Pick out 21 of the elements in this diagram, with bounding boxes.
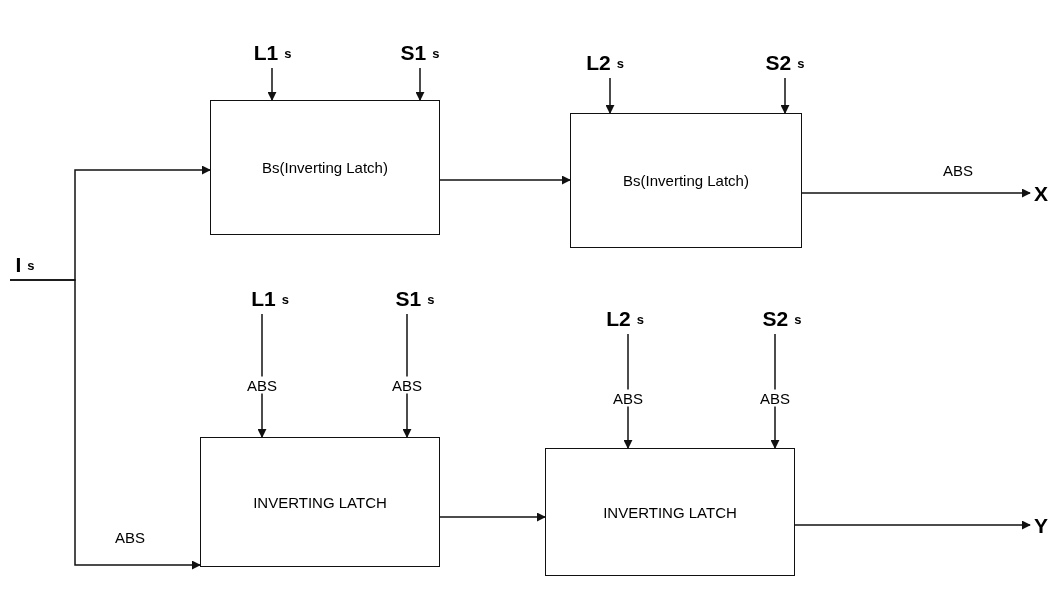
latch-box: Bs(Inverting Latch) <box>570 113 802 248</box>
signal-label: Y <box>1030 512 1052 540</box>
arrow <box>439 175 571 185</box>
edge-label: ABS <box>759 389 791 407</box>
arrow <box>415 67 425 101</box>
latch-box: Bs(Inverting Latch) <box>210 100 440 235</box>
arrow <box>9 279 201 570</box>
arrow <box>439 512 546 522</box>
arrow <box>402 313 412 438</box>
latch-box: INVERTING LATCH <box>545 448 795 576</box>
edge-label: ABS <box>246 376 278 394</box>
edge-label: ABS <box>612 389 644 407</box>
signal-label: X <box>1030 180 1052 208</box>
arrow <box>267 67 277 101</box>
arrow <box>801 188 1031 198</box>
edge-label: ABS <box>391 376 423 394</box>
arrow <box>780 77 790 114</box>
arrow <box>605 77 615 114</box>
arrow <box>257 313 267 438</box>
latch-box: INVERTING LATCH <box>200 437 440 567</box>
arrow <box>794 520 1031 530</box>
